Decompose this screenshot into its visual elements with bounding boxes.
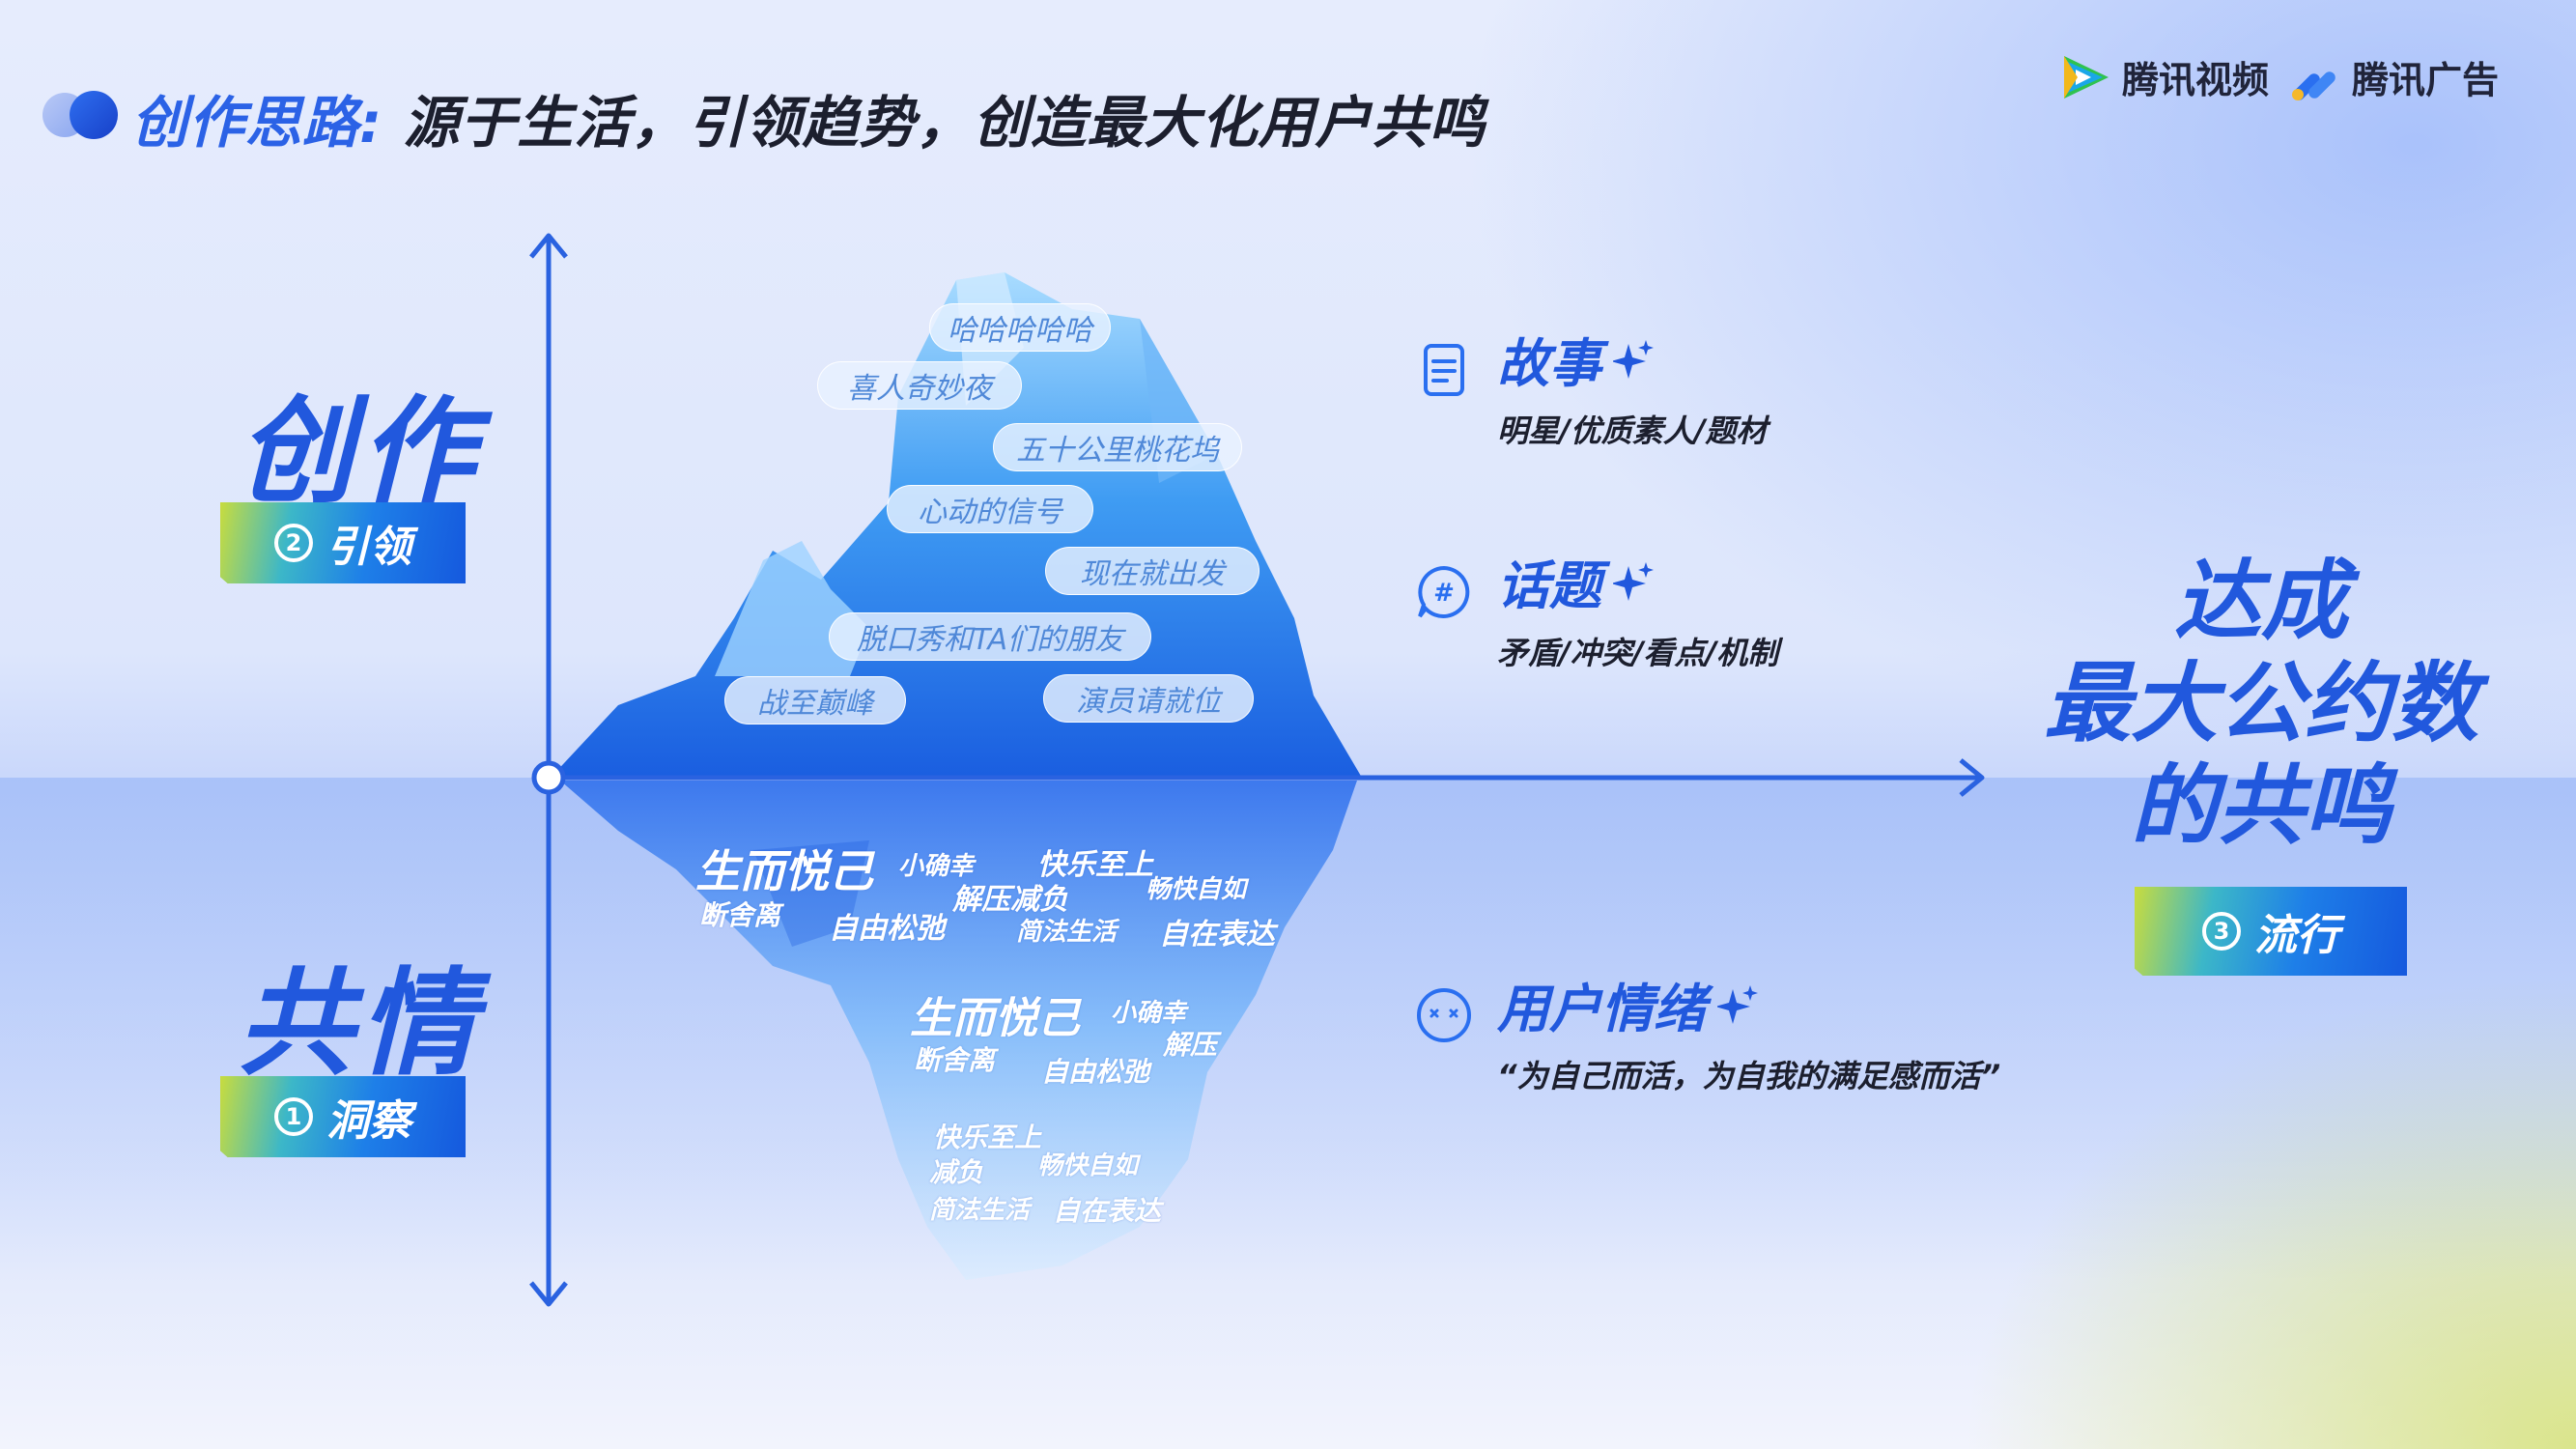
- keyword: 畅快自如: [1146, 875, 1247, 904]
- hashtag-icon: #: [1418, 565, 1470, 618]
- tag-pill: 现在就出发: [1045, 547, 1260, 595]
- axis-origin: [531, 760, 566, 795]
- badge-lead-label: 引领: [326, 523, 411, 572]
- keyword: 自在表达: [1053, 1195, 1162, 1227]
- page-title-lead: 创作思路:: [131, 90, 383, 156]
- keyword: 断舍离: [699, 899, 781, 931]
- keyword: 生而悦己: [910, 994, 1080, 1043]
- badge-insight-number: 1: [274, 1097, 313, 1136]
- goal-line: 的共鸣: [2131, 755, 2392, 857]
- item-story-title-row: 故事: [1497, 321, 1767, 397]
- tag-pill: 脱口秀和TA们的朋友: [829, 612, 1151, 661]
- item-topic-title-row: 话题: [1497, 543, 1778, 619]
- keyword: 简法生活: [929, 1196, 1031, 1225]
- keyword: 自由松弛: [829, 912, 945, 946]
- sparkle-icon: [1613, 561, 1654, 601]
- keyword: 断舍离: [914, 1044, 996, 1076]
- item-story: 故事 明星/优质素人/题材: [1414, 321, 1767, 451]
- svg-text:#: #: [1433, 579, 1455, 608]
- page-title-rest: 源于生活，引领趋势，创造最大化用户共鸣: [403, 90, 1486, 156]
- goal-line: 最大公约数: [2044, 653, 2478, 754]
- bottom-quadrant-label: 共情: [238, 957, 481, 1092]
- badge-trend-label: 流行: [2254, 911, 2339, 960]
- item-story-title: 故事: [1497, 333, 1601, 394]
- iceberg-bottom: [560, 781, 1357, 1280]
- item-emotion-sub: “为自己而活，为自我的满足感而活”: [1497, 1058, 2001, 1094]
- badge-lead: 2 引领: [220, 502, 466, 583]
- keyword: 减负: [929, 1156, 984, 1188]
- iceberg-top: [551, 272, 1362, 778]
- badge-trend-number: 3: [2202, 912, 2241, 951]
- page-title: 创作思路: 源于生活，引领趋势，创造最大化用户共鸣: [131, 77, 1486, 158]
- title-logo-icon: [42, 87, 120, 141]
- keyword: 快乐至上: [1037, 848, 1153, 882]
- item-topic: # 话题 矛盾/冲突/看点/机制: [1414, 543, 1778, 673]
- item-topic-sub: 矛盾/冲突/看点/机制: [1497, 635, 1779, 671]
- top-quadrant-label: 创作: [238, 385, 481, 520]
- keyword: 小确幸: [898, 852, 975, 881]
- sparkle-icon: [1613, 339, 1654, 379]
- tencent-video-play-icon: [2063, 55, 2109, 99]
- tag-pill: 喜人奇妙夜: [817, 361, 1022, 410]
- keyword: 解压: [1163, 1029, 1218, 1061]
- sparkle-icon: [1717, 984, 1758, 1024]
- badge-insight-label: 洞察: [326, 1096, 411, 1146]
- keyword: 自由松弛: [1041, 1056, 1150, 1088]
- item-emotion-title: 用户情绪: [1497, 979, 1706, 1039]
- goal-text: 达成 最大公约数 的共鸣: [2039, 551, 2483, 858]
- badge-insight: 1 洞察: [220, 1076, 466, 1157]
- document-icon: [1424, 344, 1464, 396]
- keyword: 自在表达: [1159, 918, 1275, 952]
- keyword: 畅快自如: [1037, 1151, 1139, 1180]
- brand-tencent-video: 腾讯视频: [2058, 50, 2269, 103]
- emotion-face-icon: [1417, 988, 1471, 1042]
- item-story-sub: 明星/优质素人/题材: [1497, 412, 1768, 449]
- brand-name-ads: 腾讯广告: [2351, 59, 2499, 101]
- tag-pill: 心动的信号: [887, 485, 1093, 533]
- brand-logos: 腾讯视频 腾讯广告: [2058, 50, 2499, 103]
- goal-line: 达成: [2174, 551, 2348, 652]
- keyword: 简法生活: [1016, 918, 1118, 947]
- tag-pill: 演员请就位: [1043, 674, 1254, 723]
- keyword: 生而悦己: [695, 845, 873, 897]
- badge-lead-number: 2: [274, 524, 313, 562]
- tag-pill: 五十公里桃花坞: [993, 423, 1242, 471]
- badge-trend: 3 流行: [2135, 887, 2407, 976]
- tag-pill: 战至巅峰: [724, 676, 906, 724]
- keyword: 快乐至上: [933, 1122, 1042, 1153]
- brand-name-video: 腾讯视频: [2121, 59, 2269, 101]
- brand-tencent-ads: 腾讯广告: [2286, 50, 2499, 103]
- item-emotion: 用户情绪 “为自己而活，为自我的满足感而活”: [1414, 966, 2000, 1096]
- keyword: 解压减负: [952, 883, 1068, 917]
- keyword: 小确幸: [1111, 999, 1187, 1028]
- item-emotion-title-row: 用户情绪: [1497, 966, 2000, 1042]
- item-topic-title: 话题: [1497, 555, 1601, 616]
- tag-pill: 哈哈哈哈哈: [929, 303, 1111, 352]
- tencent-ads-logo-icon: [2291, 71, 2335, 100]
